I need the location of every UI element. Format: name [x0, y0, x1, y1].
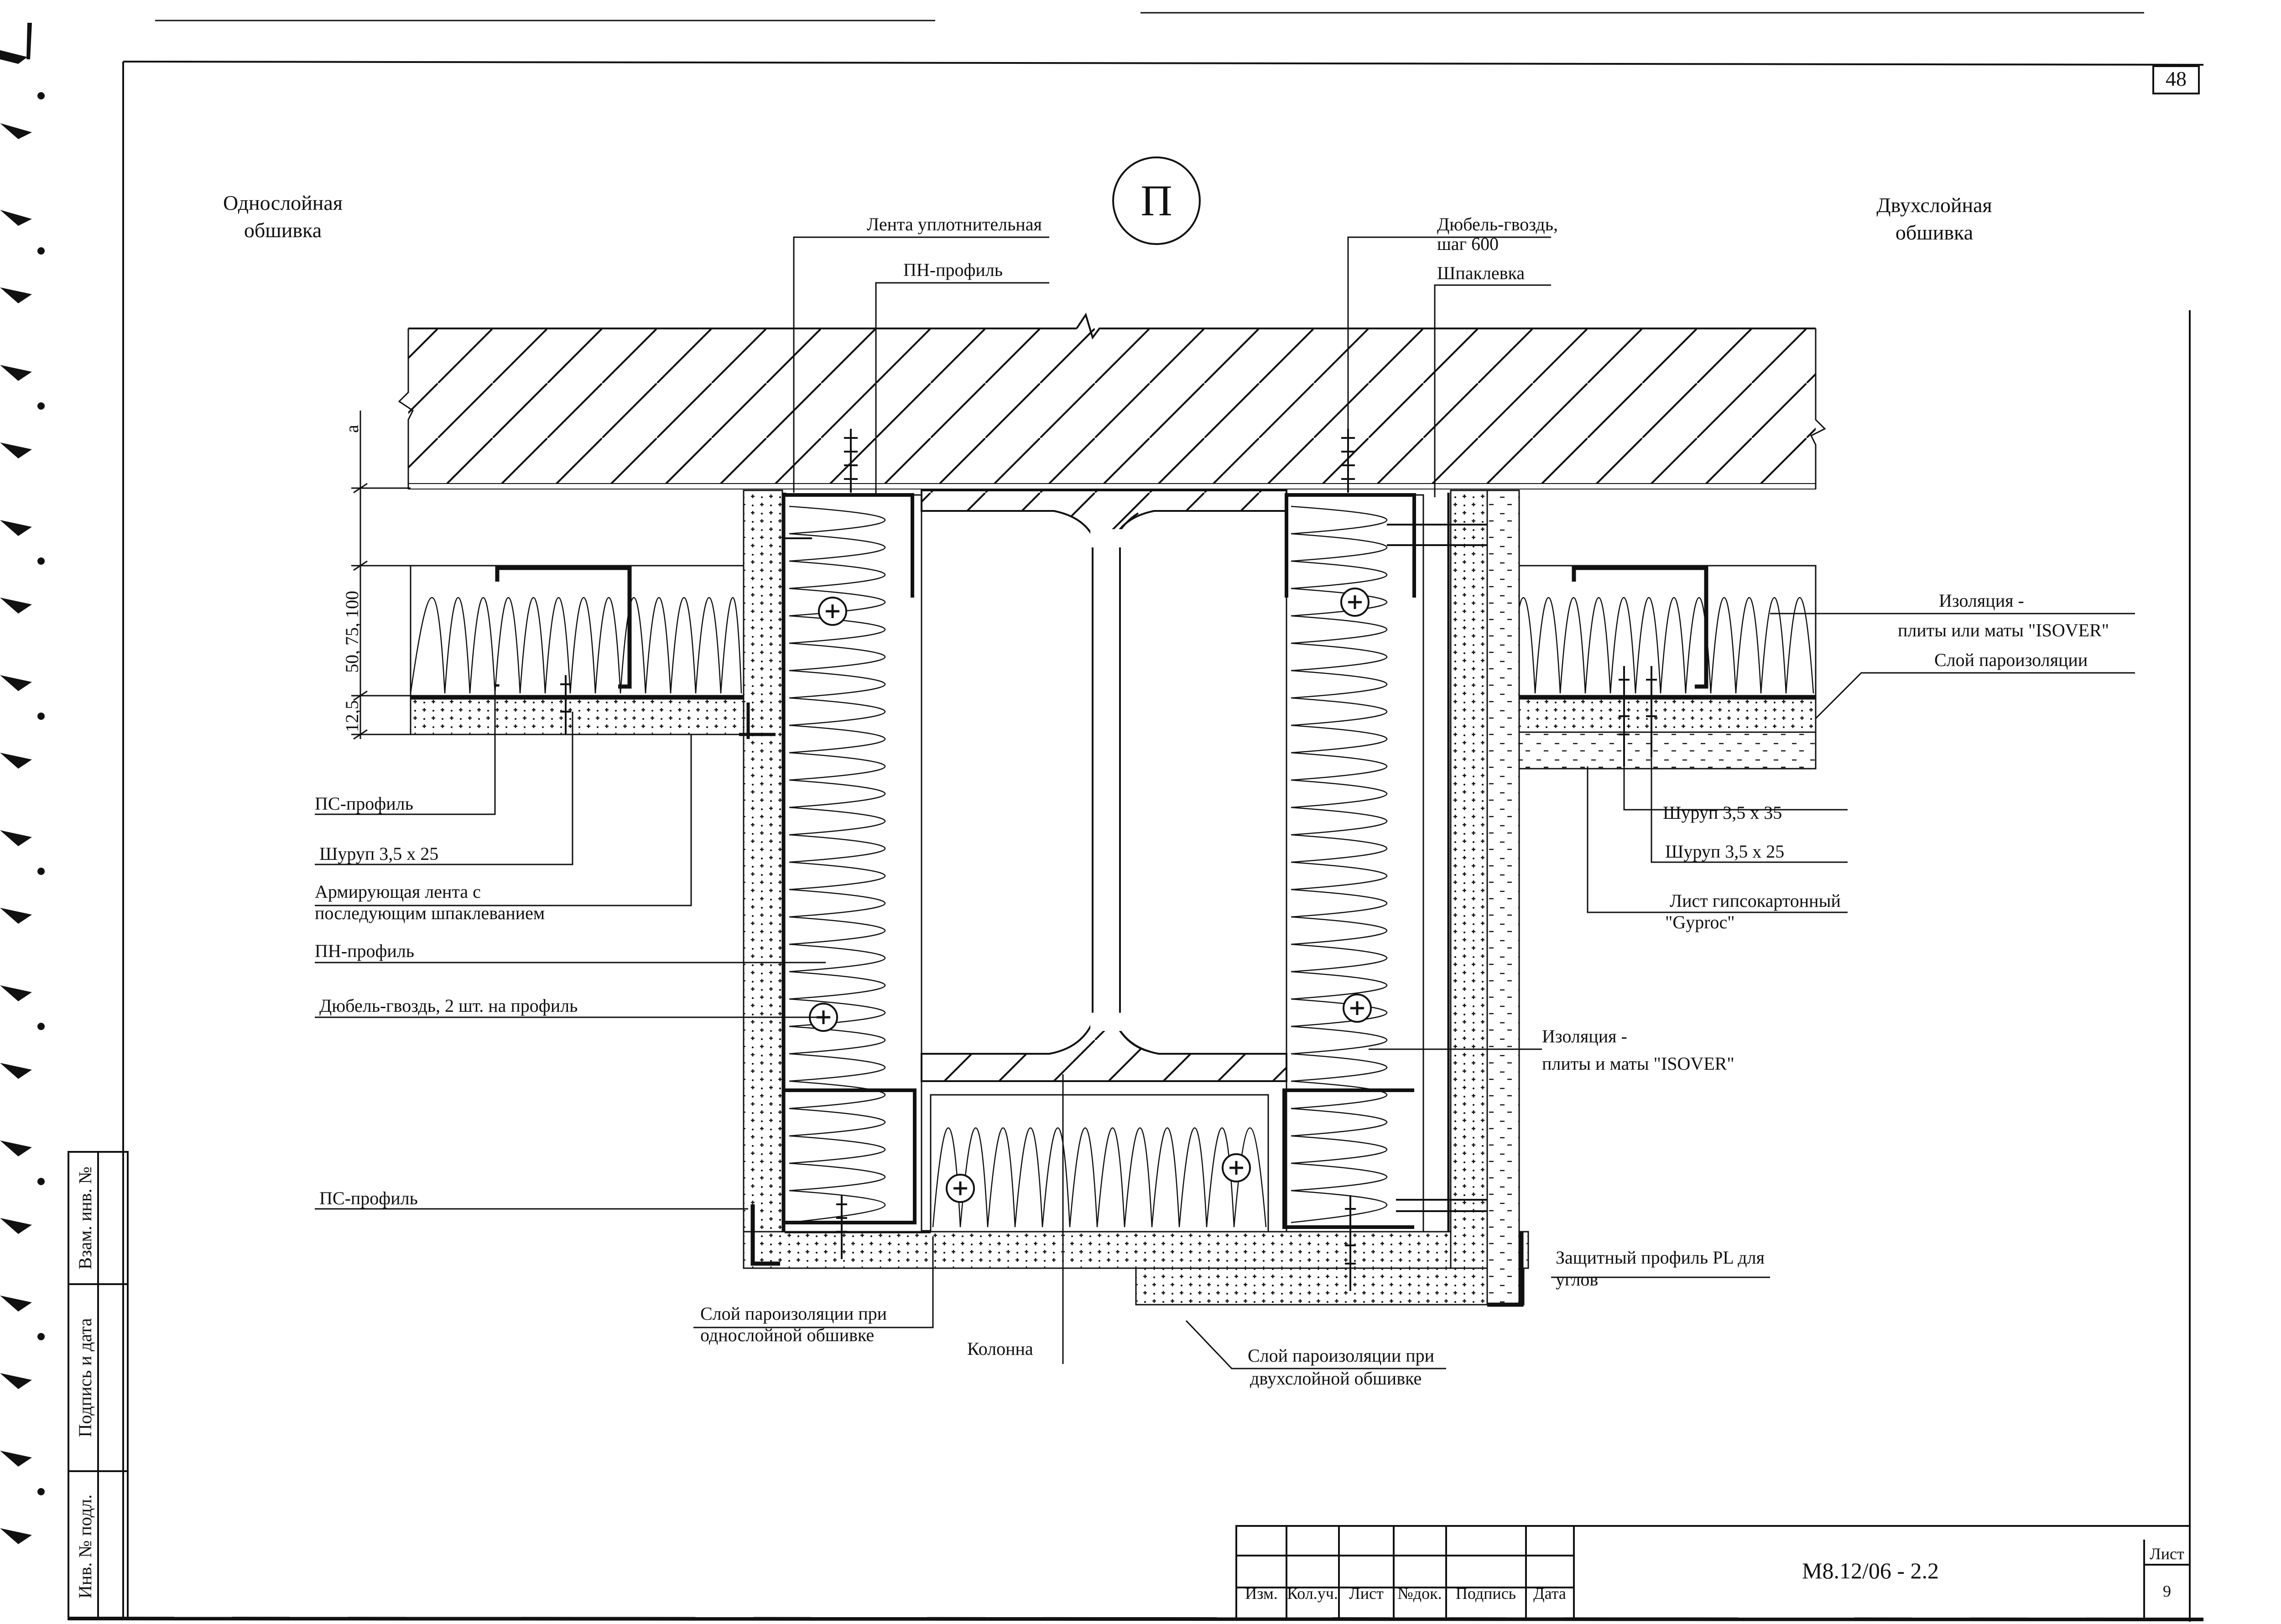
callout-screw-25-right: Шуруп 3,5 х 25: [1665, 841, 1784, 862]
right-partition: [1482, 565, 1817, 770]
tb-doc-code: М8.12/06 - 2.2: [1802, 1558, 1939, 1583]
side-stamp: [68, 1151, 129, 1620]
callout-corner-1: Защитный профиль PL для: [1556, 1247, 1765, 1268]
tb-sheet-value: 9: [2163, 1582, 2171, 1600]
insulation-bottom: [930, 1094, 1269, 1233]
tb-header-change: Изм.: [1245, 1584, 1278, 1603]
callout-corner-2: углов: [1556, 1269, 1598, 1290]
stamp-signature-date: Подпись и дата: [75, 1318, 95, 1437]
callout-vapor-double-2: двухслойной обшивке: [1250, 1368, 1422, 1389]
right-title-line1: Двухслойная: [1876, 193, 1992, 217]
tb-header-sheet: Лист: [1349, 1584, 1384, 1603]
detail-mark: П: [1112, 156, 1201, 245]
tb-header-count: Кол.уч.: [1287, 1584, 1338, 1603]
callout-putty: Шпаклевка: [1437, 263, 1525, 283]
fasteners: [560, 429, 1657, 1291]
sheet-number-top: 48: [2166, 67, 2187, 90]
column-encasement: [739, 489, 1529, 1307]
callout-insulation-mid-1: Изоляция -: [1542, 1026, 1627, 1046]
callout-tape-reinforce-1: Армирующая лента с: [315, 881, 481, 902]
left-title-line2: обшивка: [244, 219, 322, 242]
sheet-number-box: 48: [2152, 65, 2200, 94]
right-title-line2: обшивка: [1896, 221, 1973, 244]
stamp-replaced-inv: Взам. инв. №: [75, 1166, 95, 1269]
tb-header-signature: Подпись: [1456, 1584, 1516, 1603]
sheet-frame: [68, 12, 2204, 1622]
detail-mark-label: П: [1140, 176, 1172, 225]
callout-tape-reinforce-2: последующим шпаклеванием: [315, 903, 545, 923]
callout-dowel-top-1: Дюбель-гвоздь,: [1437, 214, 1558, 234]
callout-dowel-left: Дюбель-гвоздь, 2 шт. на профиль: [319, 995, 578, 1016]
callout-vapor-single-1: Слой пароизоляции при: [700, 1303, 887, 1324]
callout-ps-left: ПС-профиль: [315, 793, 413, 814]
dim-board: 12,5: [342, 700, 362, 732]
left-partition: [410, 565, 745, 735]
leader-lines: [315, 236, 2135, 1369]
tb-header-docno: №док.: [1397, 1584, 1442, 1603]
dim-thickness: 50, 75, 100: [342, 591, 362, 673]
dim-a: a: [342, 425, 362, 433]
callout-insulation-right-1: Изоляция -: [1939, 590, 2024, 611]
insulation-left: [784, 493, 922, 1233]
steel-column: [921, 489, 1287, 1082]
callout-vapor-double-1: Слой пароизоляции при: [1248, 1345, 1434, 1366]
stamp-original-inv: Инв. № подл.: [75, 1494, 95, 1598]
tb-header-date: Дата: [1533, 1584, 1566, 1603]
title-block-headers: Изм. Кол.уч. Лист №док. Подпись Дата М8.…: [1245, 1545, 2184, 1603]
callout-tape: Лента уплотнительная: [867, 214, 1042, 234]
binding-marks: [0, 23, 45, 1544]
callout-pn-top: ПН-профиль: [903, 260, 1003, 280]
left-title-line1: Однослойная: [223, 191, 343, 214]
callout-pn-left: ПН-профиль: [315, 941, 414, 961]
callout-screw-25-left: Шуруп 3,5 х 25: [319, 843, 438, 864]
callout-insulation-mid-2: плиты и маты "ISOVER": [1542, 1053, 1734, 1074]
callout-ps-bottom: ПС-профиль: [319, 1188, 418, 1208]
callout-screw-35: Шуруп 3,5 х 35: [1663, 802, 1782, 823]
callout-gypsum-1: Лист гипсокартонный: [1670, 890, 1841, 911]
callout-dowel-top-2: шаг 600: [1437, 234, 1499, 254]
callout-vapor-single-2: однослойной обшивке: [700, 1325, 874, 1345]
callout-labels: Лента уплотнительная ПН-профиль Дюбель-г…: [315, 214, 2109, 1389]
callout-column: Колонна: [967, 1338, 1033, 1359]
callout-insulation-right-2: плиты или маты "ISOVER": [1898, 620, 2109, 640]
tb-sheet-label: Лист: [2150, 1545, 2184, 1563]
callout-gypsum-2: "Gyproc": [1665, 912, 1735, 932]
callout-vapor-right: Слой пароизоляции: [1934, 650, 2088, 670]
insulation-right: [1282, 493, 1424, 1233]
title-block: [1235, 1525, 2191, 1620]
dimension-line: [351, 411, 411, 740]
concrete-slab: [398, 312, 1826, 489]
